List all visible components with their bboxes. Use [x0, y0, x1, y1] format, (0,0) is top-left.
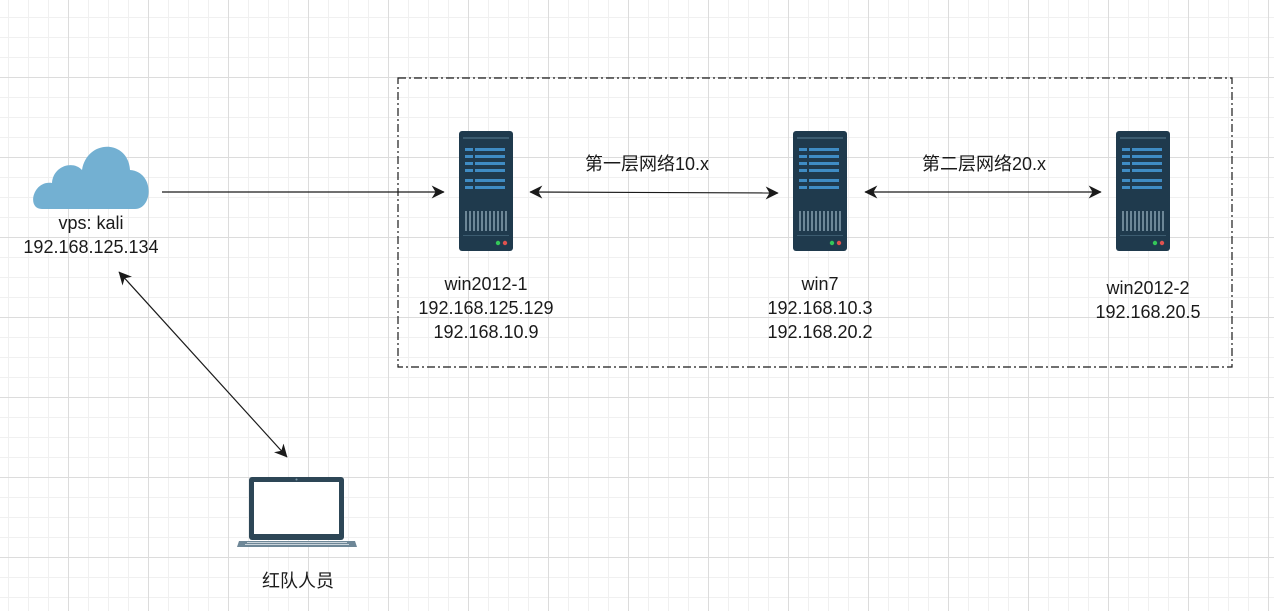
layer2-network-label: 第二层网络20.x: [922, 154, 1047, 174]
server-icon-win7: [793, 131, 847, 251]
win2012-2-ip: 192.168.20.5: [1095, 302, 1201, 322]
win7-ip-2: 192.168.20.2: [767, 322, 873, 342]
network-group-boundary: [397, 77, 1233, 368]
win2012-1-name: win2012-1: [444, 274, 528, 294]
red-team-name: 红队人员: [262, 571, 334, 591]
server-icon-win2012-2: [1116, 131, 1170, 251]
win2012-2-name: win2012-2: [1106, 278, 1190, 298]
win7-name: win7: [801, 274, 839, 294]
laptop-icon: [237, 477, 357, 547]
vps-kali-label: vps: kali 192.168.125.134: [0, 211, 182, 259]
vps-ip: 192.168.125.134: [23, 237, 159, 257]
win2012-2-label: win2012-2 192.168.20.5: [1068, 276, 1228, 324]
vps-name: vps: kali: [58, 213, 124, 233]
cloud-icon: [33, 146, 149, 209]
win2012-1-ip-2: 192.168.10.9: [433, 322, 539, 342]
win2012-1-ip-1: 192.168.125.129: [418, 298, 554, 318]
win7-ip-1: 192.168.10.3: [767, 298, 873, 318]
win7-label: win7 192.168.10.3 192.168.20.2: [740, 272, 900, 344]
win2012-1-label: win2012-1 192.168.125.129 192.168.10.9: [396, 272, 576, 344]
server-icon-win2012-1: [459, 131, 513, 251]
edge-win2012-1-win7: [529, 185, 779, 200]
red-team-label: 红队人员: [238, 569, 358, 593]
edge-vps-red-team: [118, 271, 288, 458]
layer1-network-label: 第一层网络10.x: [585, 154, 710, 174]
